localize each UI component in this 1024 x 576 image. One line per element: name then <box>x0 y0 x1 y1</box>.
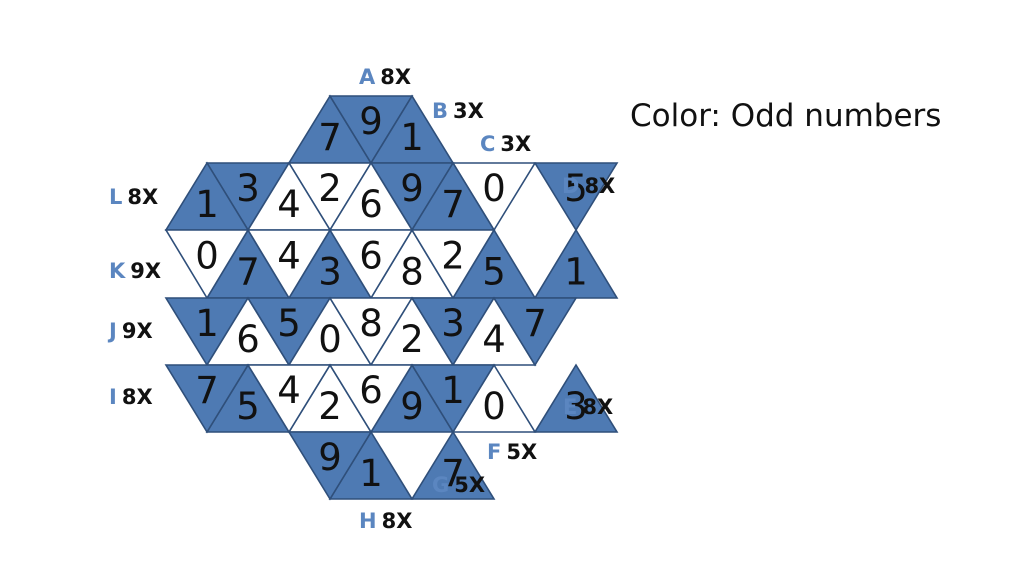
clue-count: 3X <box>453 99 484 123</box>
cell-number: 0 <box>482 167 506 210</box>
clue-count: 9X <box>122 319 153 343</box>
cell-number: 3 <box>236 167 260 210</box>
triangle-cell[interactable] <box>492 297 578 367</box>
cell-number: 7 <box>441 183 465 226</box>
triangle-cell[interactable] <box>410 229 496 300</box>
cell-number: 1 <box>195 302 219 345</box>
cell-number: 9 <box>318 436 342 479</box>
cell-number: 4 <box>277 369 301 412</box>
clue-count: 5X <box>454 473 485 497</box>
cell-number: 6 <box>236 318 260 361</box>
cell-number: 2 <box>441 234 465 277</box>
cell-number: 7 <box>236 251 260 294</box>
triangle-cell[interactable] <box>246 229 332 300</box>
clue-count: 8X <box>127 185 158 209</box>
cell-number: 2 <box>318 385 342 428</box>
clue-letter: I <box>109 385 117 409</box>
clue-count: 8X <box>122 385 153 409</box>
cell-number: 6 <box>359 234 383 277</box>
cell-number: 0 <box>482 385 506 428</box>
cell-number: 7 <box>523 302 547 345</box>
cell-number: 2 <box>318 167 342 210</box>
cell-number: 9 <box>359 100 383 143</box>
cell-number: 5 <box>564 167 588 210</box>
cell-number: 9 <box>400 385 424 428</box>
cell-number: 0 <box>318 318 342 361</box>
triangle-cell[interactable] <box>287 431 373 501</box>
triangle-cell[interactable] <box>410 364 496 434</box>
cell-number: 3 <box>318 251 342 294</box>
clue-letter: K <box>109 259 126 283</box>
clue-count: 8X <box>380 65 411 89</box>
cell-number: 0 <box>195 234 219 277</box>
clue-letter: H <box>359 509 377 533</box>
cell-number: 6 <box>359 369 383 412</box>
cell-number: 8 <box>359 302 383 345</box>
triangle-cell[interactable] <box>246 364 332 434</box>
cell-number: 1 <box>359 452 383 495</box>
cell-number: 4 <box>277 234 301 277</box>
triangle-cell[interactable] <box>164 364 250 434</box>
clue-letter: A <box>359 65 376 89</box>
clue-letter: L <box>109 185 122 209</box>
cell-number: 7 <box>318 116 342 159</box>
cell-number: 4 <box>277 183 301 226</box>
triangle-cell[interactable] <box>533 363 619 433</box>
clue-letter: G <box>432 473 449 497</box>
triangle-cell[interactable] <box>533 162 619 232</box>
cell-number: 1 <box>564 251 588 294</box>
clue-count: 8X <box>582 395 613 419</box>
cell-number: 5 <box>277 302 301 345</box>
clue-count: 9X <box>130 259 161 283</box>
cell-number: 6 <box>359 183 383 226</box>
cell-number: 1 <box>400 116 424 159</box>
cell-number: 4 <box>482 318 506 361</box>
clue-letter: B <box>432 99 448 123</box>
clue-count: 8X <box>382 509 413 533</box>
cell-number: 3 <box>441 302 465 345</box>
cell-number: 3 <box>564 385 588 428</box>
cell-number: 1 <box>441 369 465 412</box>
triangle-cell[interactable] <box>328 229 414 300</box>
clue-count: 8X <box>584 174 615 198</box>
cell-number: 1 <box>195 183 219 226</box>
triangle-cell[interactable] <box>328 364 414 434</box>
triangle-cell[interactable] <box>164 229 250 300</box>
cell-number: 5 <box>236 385 260 428</box>
clue-count: 3X <box>500 132 531 156</box>
cell-number: 2 <box>400 318 424 361</box>
clue-letter: J <box>107 319 117 343</box>
clue-letter: C <box>480 132 495 156</box>
instruction-text: Color: Odd numbers <box>630 98 942 134</box>
cell-number: 8 <box>400 251 424 294</box>
cell-number: 9 <box>400 167 424 210</box>
cell-number: 5 <box>482 251 506 294</box>
clue-letter: E <box>563 395 577 419</box>
clue-count: 5X <box>506 440 537 464</box>
cell-number: 7 <box>441 452 465 495</box>
cell-number: 7 <box>195 369 219 412</box>
clue-letter: F <box>487 440 501 464</box>
clue-letter: D <box>562 174 579 198</box>
triangle-cell[interactable] <box>410 430 496 500</box>
